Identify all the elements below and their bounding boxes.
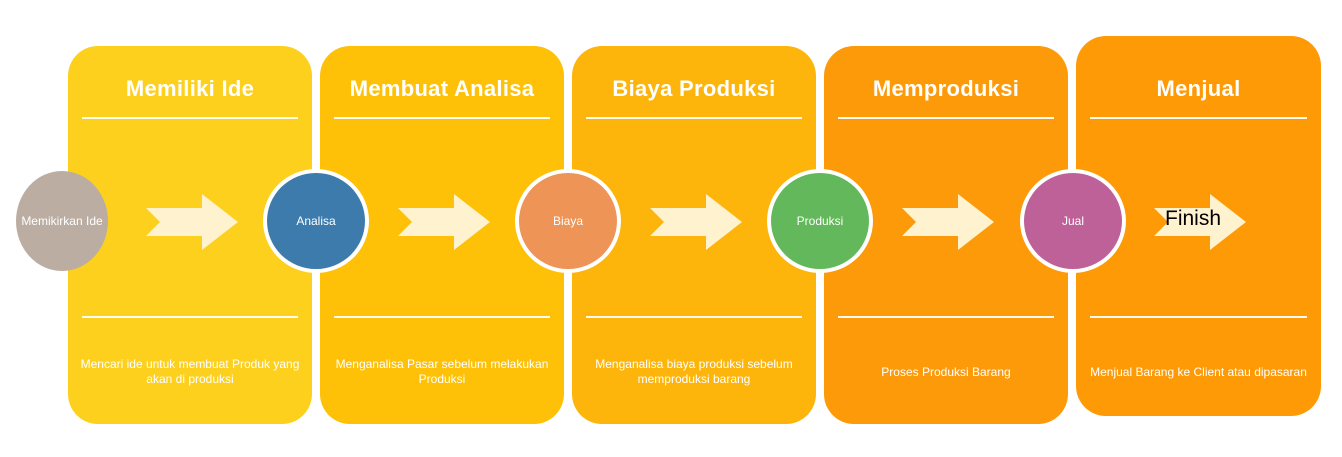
step-title: Membuat Analisa — [349, 76, 535, 101]
divider-bottom — [334, 316, 550, 318]
step-description: Proses Produksi Barang — [881, 365, 1011, 379]
step-description: Menjual Barang ke Client atau dipasaran — [1090, 365, 1307, 379]
divider-bottom — [1090, 316, 1307, 318]
arrow-right-icon — [398, 194, 490, 250]
step-title: Menjual — [1156, 76, 1241, 101]
step-title: Biaya Produksi — [612, 76, 776, 101]
step-description: Mencari ide untuk membuat Produk yang ak… — [80, 357, 300, 386]
divider-top — [1090, 117, 1307, 119]
step-circle-3: Biaya — [515, 169, 621, 273]
divider-top — [838, 117, 1054, 119]
step-circle-4: Produksi — [767, 169, 873, 273]
circle-label: Jual — [1061, 214, 1084, 228]
step-description: Menganalisa biaya produksi sebelum mempr… — [595, 357, 793, 386]
divider-bottom — [586, 316, 802, 318]
finish-label: Finish — [1165, 207, 1222, 230]
step-circle-2: Analisa — [263, 169, 369, 273]
divider-bottom — [82, 316, 298, 318]
arrow-right-icon — [146, 194, 238, 250]
circle-label: Biaya — [552, 214, 584, 228]
step-title: Memproduksi — [872, 76, 1020, 101]
step-circle-5: Jual — [1020, 169, 1126, 273]
circle-label: Memikirkan Ide — [21, 214, 103, 228]
arrow-right-icon — [650, 194, 742, 250]
divider-top — [334, 117, 550, 119]
circle-label: Analisa — [296, 214, 336, 228]
circle-label: Produksi — [796, 214, 844, 228]
arrow-right-icon — [1154, 194, 1246, 250]
divider-bottom — [838, 316, 1054, 318]
arrow-right-icon — [902, 194, 994, 250]
divider-top — [82, 117, 298, 119]
divider-top — [586, 117, 802, 119]
step-circle-1: Memikirkan Ide — [16, 171, 108, 271]
step-title: Memiliki Ide — [125, 76, 255, 101]
step-description: Menganalisa Pasar sebelum melakukan Prod… — [335, 357, 549, 386]
